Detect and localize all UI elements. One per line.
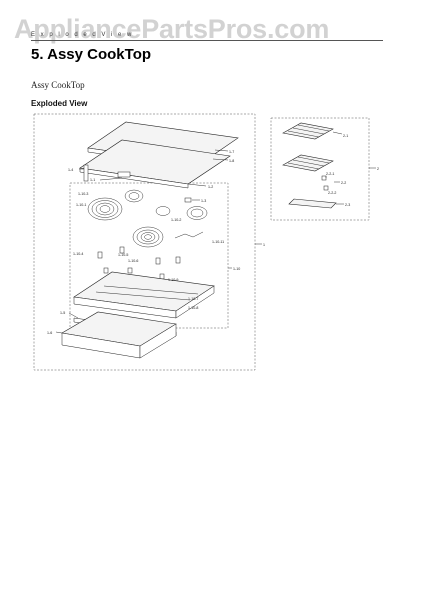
cooktop-assembly-frame	[33, 113, 256, 371]
callout-1-10-11: 1-10-11	[212, 240, 224, 244]
part-glass-edge	[79, 167, 189, 189]
callout-1-10-9: 1-10-9	[168, 278, 178, 282]
callout-1: 1	[263, 243, 265, 247]
callout-1-10-1: 1-10-1	[76, 203, 86, 207]
callout-1-10-2: 1-10-2	[171, 218, 181, 222]
part-tray-side	[175, 285, 215, 319]
callout-1-2: 1-2	[208, 185, 213, 189]
callout-1-7: 1-7	[229, 150, 234, 154]
part-wire-harness	[174, 231, 204, 239]
header-divider	[31, 40, 383, 41]
callout-1-10-6: 1-10-6	[128, 259, 138, 263]
callout-1-10-5: 1-10-5	[118, 253, 128, 257]
part-grate-foot-2	[323, 185, 329, 191]
part-grate-foot-1	[321, 175, 327, 181]
part-heating-element-large-right	[132, 226, 164, 248]
callout-2-1: 2-1	[343, 134, 348, 138]
header-label: E x p l o d e d V i e w	[31, 32, 134, 38]
part-terminal-b	[119, 246, 125, 254]
part-side-bracket	[83, 164, 89, 182]
callout-1-10-7: 1-10-7	[188, 297, 198, 301]
part-grate-upper	[282, 122, 334, 140]
part-terminal-d	[175, 256, 181, 264]
part-front-side	[139, 323, 177, 359]
part-clip-bracket	[184, 197, 192, 203]
part-heating-element-small-left	[124, 189, 144, 203]
callout-2-2-2: 2-2-2	[328, 191, 336, 195]
part-terminal-f	[127, 267, 133, 274]
leader-lines	[55, 131, 376, 334]
watermark-text: AppliancePartsPros.com	[14, 14, 330, 44]
part-terminal-g	[159, 273, 165, 280]
callout-1-10-3: 1-10-3	[78, 192, 88, 196]
assembly-subtitle: Assy CookTop	[31, 80, 85, 90]
callout-2-3: 2-3	[345, 203, 350, 207]
callout-1-10-8: 1-10-8	[188, 306, 198, 310]
section-title: 5. Assy CookTop	[31, 46, 152, 63]
part-terminal-a	[97, 251, 103, 259]
part-element-center	[155, 206, 171, 216]
callout-1-1: 1-1	[90, 178, 95, 182]
part-tray-rib-1	[95, 291, 191, 301]
part-terminal-c	[155, 257, 161, 265]
grate-assembly-frame	[270, 117, 370, 221]
exploded-view-label: Exploded View	[31, 99, 88, 108]
callout-2-2-1: 2-2-1	[326, 172, 334, 176]
callout-2: 2	[377, 167, 379, 171]
callout-1-5: 1-5	[60, 311, 65, 315]
callout-1-4: 1-4	[68, 168, 73, 172]
callout-1-10: 1-10	[233, 267, 240, 271]
part-heating-element-small-right	[186, 206, 208, 220]
part-heating-element-large-left	[87, 197, 123, 221]
part-griddle-strip	[288, 198, 337, 209]
callout-2-2: 2-2	[341, 181, 346, 185]
part-tray-rib-2	[103, 285, 199, 295]
part-control-knob-module	[117, 171, 131, 178]
callout-1-10-4: 1-10-4	[73, 252, 83, 256]
callout-1-6: 1-6	[47, 331, 52, 335]
callout-1-8: 1-8	[229, 159, 234, 163]
callout-1-3: 1-3	[201, 199, 206, 203]
part-terminal-e	[103, 267, 109, 274]
part-grate-lower	[282, 154, 334, 172]
